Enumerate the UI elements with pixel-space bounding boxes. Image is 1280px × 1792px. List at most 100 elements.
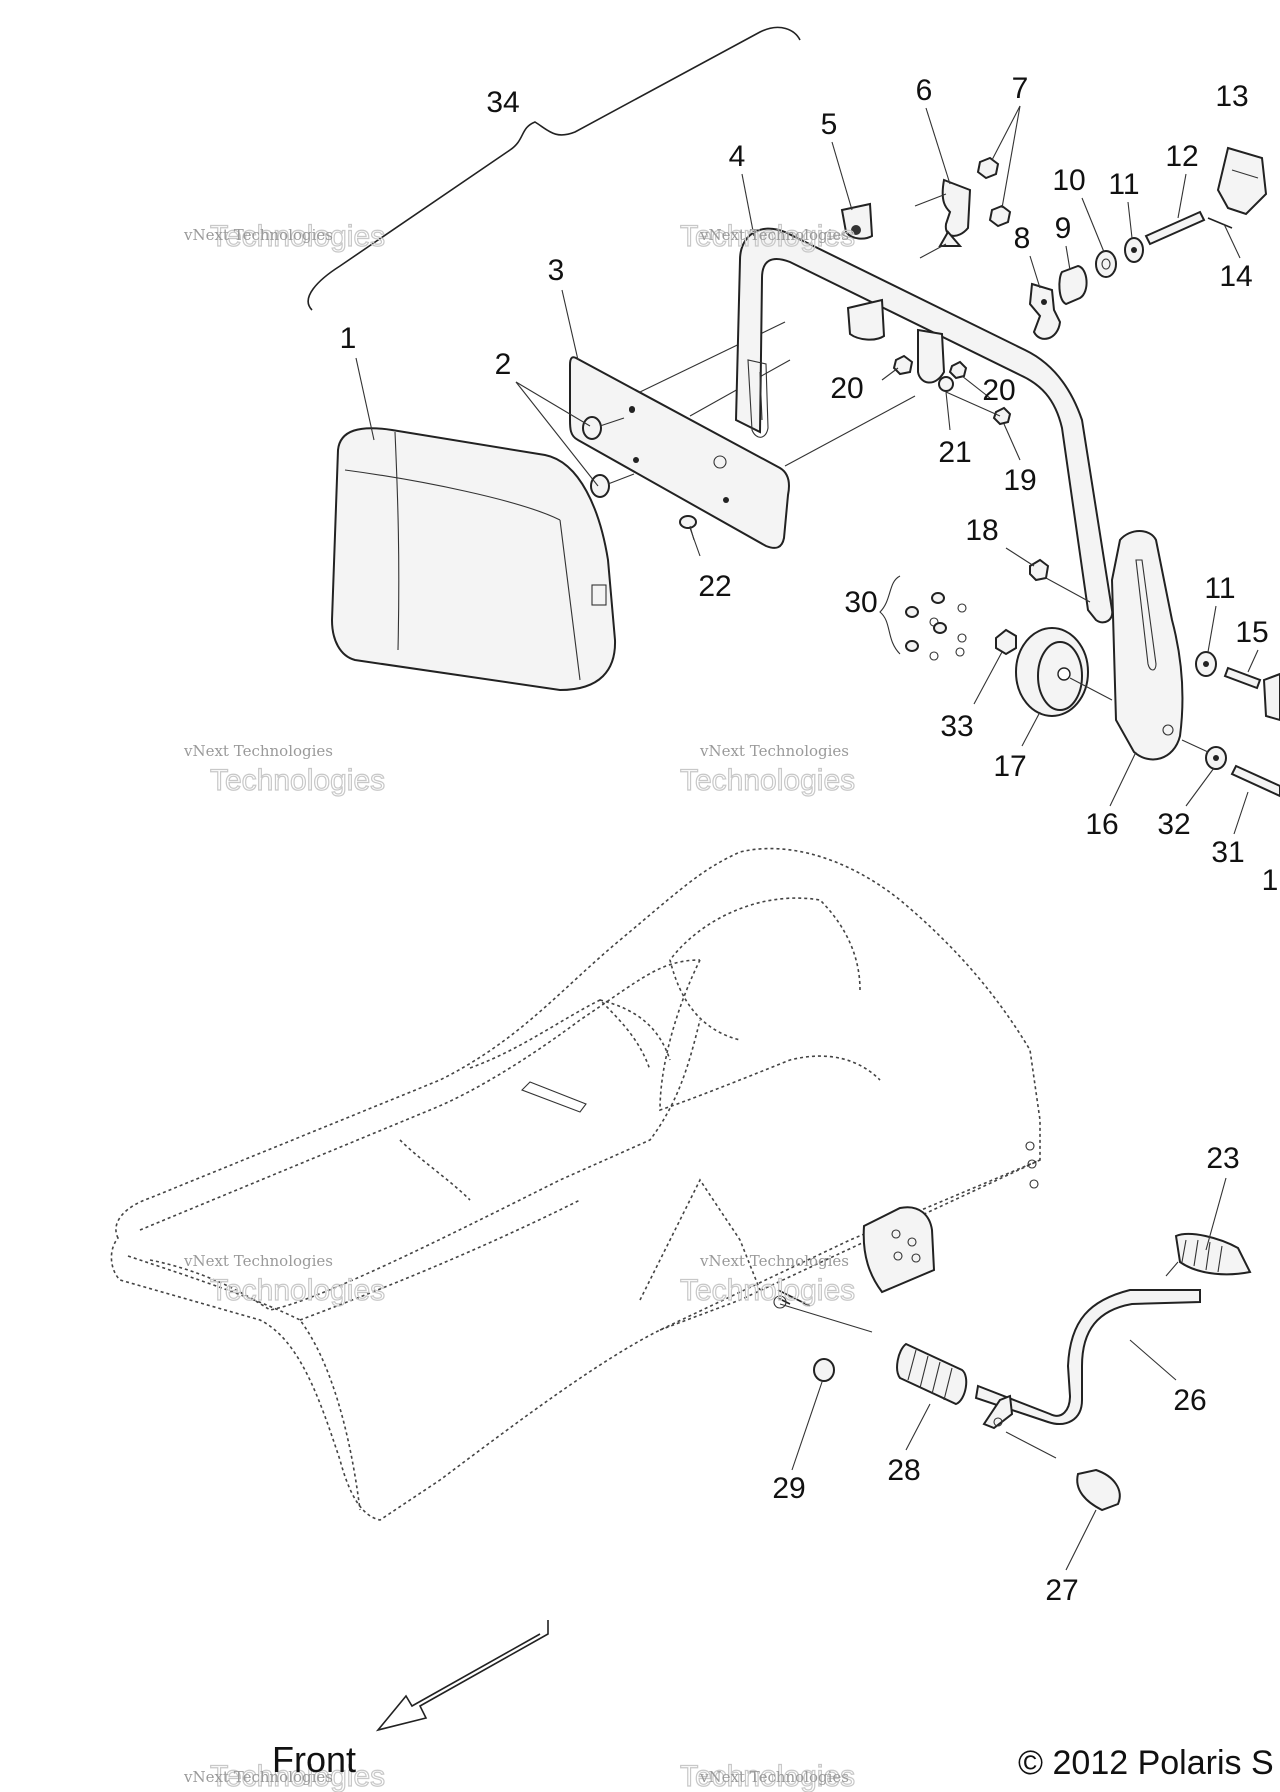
callout-p17: 17 bbox=[993, 750, 1026, 783]
callout-p29: 29 bbox=[772, 1472, 805, 1505]
spacer-9 bbox=[1058, 264, 1088, 306]
callout-p5: 5 bbox=[821, 108, 838, 141]
watermark: Technologies vNext Technologies bbox=[679, 742, 855, 798]
callout-p16: 16 bbox=[1085, 808, 1118, 841]
watermark: Technologies vNext Technologies bbox=[679, 219, 855, 253]
washer-32 bbox=[1205, 746, 1227, 770]
callout-p12: 12 bbox=[1165, 140, 1198, 173]
watermark: Technologies vNext Technologies bbox=[183, 742, 386, 798]
callout-p2: 2 bbox=[495, 348, 512, 381]
svg-text:vNext Technologies: vNext Technologies bbox=[699, 742, 849, 760]
front-arrow bbox=[375, 1620, 549, 1732]
nut-7 bbox=[976, 156, 1012, 228]
washer-10 bbox=[1095, 250, 1117, 278]
svg-text:vNext Technologies: vNext Technologies bbox=[183, 1768, 333, 1786]
roller-17 bbox=[1015, 627, 1089, 717]
callout-p6: 6 bbox=[916, 74, 933, 107]
svg-text:Technologies: Technologies bbox=[680, 1760, 855, 1792]
backrest-cushion bbox=[330, 427, 617, 692]
svg-text:Technologies: Technologies bbox=[210, 764, 385, 797]
callout-p30: 30 bbox=[844, 586, 877, 619]
watermark: Technologies vNext Technologies bbox=[679, 1759, 855, 1792]
callout-p7: 7 bbox=[1012, 72, 1029, 105]
callout-p33: 33 bbox=[940, 710, 973, 743]
pin-31 bbox=[1230, 764, 1280, 798]
assembly-bracket-34 bbox=[307, 26, 801, 311]
front-label: Front bbox=[272, 1739, 356, 1780]
svg-text:vNext Technologies: vNext Technologies bbox=[699, 1252, 849, 1270]
callout-p20b: 20 bbox=[982, 374, 1015, 407]
callout-p9: 9 bbox=[1055, 212, 1072, 245]
grab-rail bbox=[734, 227, 1114, 624]
pin-14 bbox=[1207, 217, 1233, 229]
bracket-8 bbox=[1028, 282, 1062, 340]
washer-11-lower bbox=[1195, 651, 1217, 677]
watermarks: Technologies vNext Technologies Technolo… bbox=[183, 219, 856, 1792]
handle-26 bbox=[974, 1289, 1201, 1430]
svg-text:Technologies: Technologies bbox=[210, 220, 385, 253]
pin-15 bbox=[1223, 666, 1262, 690]
backrest-plate bbox=[569, 356, 790, 549]
callout-p4: 4 bbox=[729, 140, 746, 173]
washer-11 bbox=[1124, 237, 1144, 263]
bolt-2 bbox=[582, 416, 635, 498]
callout-p20a: 20 bbox=[830, 372, 863, 405]
callout-p21: 21 bbox=[938, 436, 971, 469]
clamp-5 bbox=[840, 202, 874, 240]
callout-p34: 34 bbox=[486, 86, 519, 119]
bolt-set-30 bbox=[879, 575, 967, 661]
svg-text:vNext Technologies: vNext Technologies bbox=[183, 1252, 333, 1270]
callout-p31: 31 bbox=[1211, 836, 1244, 869]
callout-p32: 32 bbox=[1157, 808, 1190, 841]
pin-12 bbox=[1144, 210, 1206, 246]
svg-text:vNext Technologies: vNext Technologies bbox=[699, 226, 849, 244]
callout-p10: 10 bbox=[1052, 164, 1085, 197]
svg-text:Technologies: Technologies bbox=[680, 1274, 855, 1307]
nut-18 bbox=[1029, 558, 1050, 582]
callout-p14: 14 bbox=[1219, 260, 1252, 293]
latch-partial bbox=[1262, 672, 1280, 722]
nut-19 bbox=[992, 406, 1012, 426]
callout-p3: 3 bbox=[548, 254, 565, 287]
screw-22 bbox=[679, 515, 697, 541]
callout-p11b: 11 bbox=[1204, 572, 1235, 605]
callout-p15: 15 bbox=[1235, 616, 1268, 649]
callout-p1: 1 bbox=[340, 322, 357, 355]
svg-text:vNext Technologies: vNext Technologies bbox=[183, 226, 333, 244]
callout-p28: 28 bbox=[887, 1454, 920, 1487]
callout-p22: 22 bbox=[698, 570, 731, 603]
svg-text:Technologies: Technologies bbox=[210, 1274, 385, 1307]
callout-p23: 23 bbox=[1206, 1142, 1239, 1175]
grip-28 bbox=[896, 1342, 968, 1406]
nut-33 bbox=[995, 628, 1017, 656]
svg-text:vNext Technologies: vNext Technologies bbox=[699, 1768, 849, 1786]
callout-p13: 13 bbox=[1215, 80, 1248, 113]
svg-text:vNext Technologies: vNext Technologies bbox=[183, 742, 333, 760]
svg-text:Technologies: Technologies bbox=[680, 220, 855, 253]
callout-p18: 18 bbox=[965, 514, 998, 547]
grip-23 bbox=[1165, 1232, 1252, 1277]
svg-text:Technologies: Technologies bbox=[210, 1760, 385, 1792]
copyright-text: © 2012 Polaris S bbox=[1018, 1744, 1274, 1782]
seat bbox=[110, 847, 1041, 1521]
callout-p8: 8 bbox=[1014, 222, 1031, 255]
leader-lines bbox=[355, 105, 1259, 1571]
watermark: Technologies vNext Technologies bbox=[183, 1252, 386, 1308]
callout-p11: 11 bbox=[1108, 168, 1139, 201]
knob-27 bbox=[1076, 1468, 1121, 1512]
callout-p26: 26 bbox=[1173, 1384, 1206, 1417]
watermark: Technologies vNext Technologies bbox=[183, 1759, 386, 1792]
latch-13 bbox=[1216, 146, 1268, 216]
sleeve-16 bbox=[1110, 530, 1184, 761]
watermark: Technologies vNext Technologies bbox=[679, 1252, 855, 1308]
watermark: Technologies vNext Technologies bbox=[183, 219, 386, 253]
callout-p1b: 1 bbox=[1262, 864, 1279, 897]
bracket-21 bbox=[917, 328, 954, 392]
svg-text:Technologies: Technologies bbox=[680, 764, 855, 797]
callout-p19: 19 bbox=[1003, 464, 1036, 497]
grommet-29 bbox=[813, 1358, 835, 1382]
nut-20 bbox=[892, 354, 968, 380]
bracket-6 bbox=[938, 178, 972, 247]
